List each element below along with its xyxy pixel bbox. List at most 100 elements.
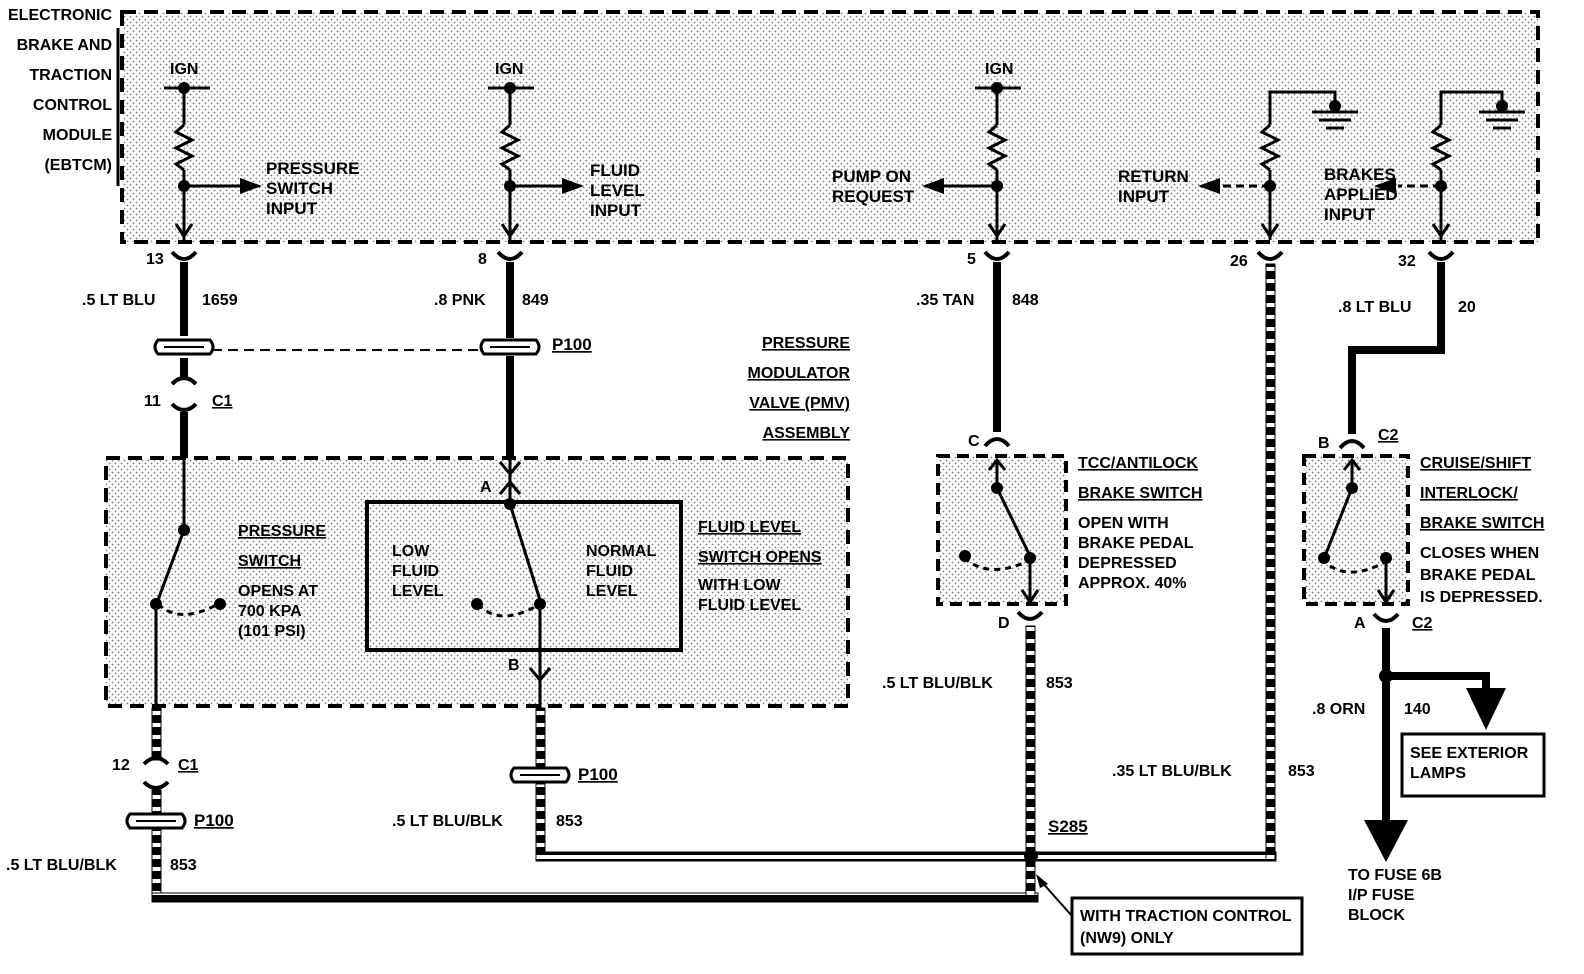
svg-text:LAMPS: LAMPS: [1410, 765, 1466, 782]
svg-text:FLUID: FLUID: [392, 563, 439, 580]
svg-text:PRESSURE: PRESSURE: [238, 523, 326, 540]
low-fluid-level-label: LOW FLUID LEVEL: [392, 543, 444, 600]
wire-853-return: [1265, 263, 1276, 862]
svg-text:WITH LOW: WITH LOW: [698, 577, 782, 594]
wire-1659-circuit: 1659: [202, 292, 238, 309]
cruise-pin-a: A: [1354, 615, 1366, 632]
fluid-level-switch-box: [365, 500, 683, 652]
ign-label: IGN: [985, 61, 1013, 78]
p100-label: P100: [194, 811, 234, 830]
svg-text:NORMAL: NORMAL: [586, 543, 656, 560]
wire-853-mid-spec: .5 LT BLU/BLK: [392, 813, 503, 830]
svg-text:LEVEL: LEVEL: [590, 181, 645, 200]
normal-fluid-level-label: NORMAL FLUID LEVEL: [586, 543, 656, 600]
wire-853-mid-circuit: 853: [556, 813, 583, 830]
wire-853-bottom-run: [151, 892, 1039, 903]
svg-text:APPLIED: APPLIED: [1324, 185, 1398, 204]
wire-1659-spec: .5 LT BLU: [82, 292, 155, 309]
see-exterior-arrow: [1466, 688, 1506, 730]
svg-text:VALVE (PMV): VALVE (PMV): [749, 395, 850, 412]
module-title: ELECTRONIC BRAKE AND TRACTION CONTROL MO…: [8, 7, 112, 174]
svg-text:BRAKE SWITCH: BRAKE SWITCH: [1078, 485, 1202, 502]
svg-text:BRAKE PEDAL: BRAKE PEDAL: [1420, 567, 1536, 584]
svg-text:WITH TRACTION CONTROL: WITH TRACTION CONTROL: [1080, 908, 1292, 925]
svg-text:TO FUSE 6B: TO FUSE 6B: [1348, 867, 1442, 884]
wire-853-tcc-circuit: 853: [1046, 675, 1073, 692]
pin-26: 26: [1230, 253, 1248, 270]
svg-text:LOW: LOW: [392, 543, 430, 560]
p100-label: P100: [552, 335, 592, 354]
svg-text:PRESSURE: PRESSURE: [762, 335, 850, 352]
module-title-line: BRAKE AND: [17, 37, 112, 54]
traction-control-note: WITH TRACTION CONTROL (NW9) ONLY: [1080, 908, 1292, 947]
pin-8: 8: [478, 251, 487, 268]
c1-top-connector: [170, 376, 198, 412]
module-title-line: ELECTRONIC: [8, 7, 112, 24]
wire-20: [1348, 262, 1445, 434]
pmv-assembly-box: [104, 456, 850, 708]
see-exterior-lamps-box: [1400, 732, 1546, 798]
svg-text:BRAKE PEDAL: BRAKE PEDAL: [1078, 535, 1194, 552]
ign-label: IGN: [170, 61, 198, 78]
tcc-antilock-brake-switch-label: TCC/ANTILOCK BRAKE SWITCH OPEN WITH BRAK…: [1078, 455, 1202, 592]
c2-label: C2: [1378, 427, 1399, 444]
s285-label: S285: [1048, 817, 1088, 836]
p100-connector-top-mid: [479, 338, 541, 356]
pump-on-request-label: PUMP ON REQUEST: [832, 167, 915, 206]
svg-text:FLUID: FLUID: [586, 563, 633, 580]
wire-20-spec: .8 LT BLU: [1338, 299, 1411, 316]
svg-text:CLOSES WHEN: CLOSES WHEN: [1420, 545, 1539, 562]
wire-853-left-circuit: 853: [170, 857, 197, 874]
svg-text:PUMP ON: PUMP ON: [832, 167, 911, 186]
wire-853-right-spec: .35 LT BLU/BLK: [1112, 763, 1232, 780]
svg-text:700 KPA: 700 KPA: [238, 603, 302, 620]
svg-text:BRAKES: BRAKES: [1324, 165, 1396, 184]
wire-848-spec: .35 TAN: [916, 292, 974, 309]
svg-text:RETURN: RETURN: [1118, 167, 1189, 186]
p100-connector-top-left: [153, 338, 215, 356]
pressure-switch: [154, 458, 219, 708]
see-exterior-lamps-label: SEE EXTERIOR LAMPS: [1410, 745, 1529, 782]
pmv-title: PRESSURE MODULATOR VALVE (PMV) ASSEMBLY: [747, 335, 850, 442]
traction-control-note-box: [1070, 896, 1304, 956]
svg-text:PRESSURE: PRESSURE: [266, 159, 360, 178]
to-fuse-arrow: [1364, 820, 1408, 862]
cruise-shift-interlock-brake-switch-label: CRUISE/SHIFT INTERLOCK/ BRAKE SWITCH CLO…: [1420, 455, 1544, 606]
to-fuse-label: TO FUSE 6B I/P FUSE BLOCK: [1348, 867, 1442, 924]
svg-text:INPUT: INPUT: [1118, 187, 1170, 206]
module-title-line: (EBTCM): [44, 157, 112, 174]
c1-label: C1: [212, 393, 233, 410]
c1-label: C1: [178, 757, 199, 774]
brakes-applied-input-label: BRAKES APPLIED INPUT: [1324, 165, 1398, 224]
wire-140-circuit: 140: [1404, 701, 1431, 718]
svg-text:FLUID: FLUID: [590, 161, 640, 180]
module-title-line: TRACTION: [29, 67, 112, 84]
wire-853-right-circuit: 853: [1288, 763, 1315, 780]
cruise-pin-b: B: [1318, 435, 1330, 452]
fluid-level-switch: [476, 460, 552, 708]
svg-text:OPENS AT: OPENS AT: [238, 583, 318, 600]
pmv-pin-b: B: [508, 657, 520, 674]
c2-label: C2: [1412, 615, 1433, 632]
pin-32: 32: [1398, 253, 1416, 270]
svg-text:I/P FUSE: I/P FUSE: [1348, 887, 1415, 904]
svg-text:SWITCH: SWITCH: [238, 553, 301, 570]
svg-text:(101 PSI): (101 PSI): [238, 623, 306, 640]
svg-text:LEVEL: LEVEL: [586, 583, 638, 600]
svg-text:BRAKE SWITCH: BRAKE SWITCH: [1420, 515, 1544, 532]
svg-text:SWITCH: SWITCH: [266, 179, 333, 198]
svg-text:(NW9) ONLY: (NW9) ONLY: [1080, 930, 1174, 947]
svg-text:ASSEMBLY: ASSEMBLY: [763, 425, 851, 442]
svg-text:DEPRESSED: DEPRESSED: [1078, 555, 1177, 572]
svg-text:MODULATOR: MODULATOR: [747, 365, 850, 382]
tcc-pin-c: C: [968, 433, 980, 450]
wire-849-spec: .8 PNK: [434, 292, 486, 309]
pressure-switch-label: PRESSURE SWITCH OPENS AT 700 KPA (101 PS…: [238, 523, 326, 640]
svg-text:INTERLOCK/: INTERLOCK/: [1420, 485, 1518, 502]
svg-text:SEE EXTERIOR: SEE EXTERIOR: [1410, 745, 1529, 762]
pressure-switch-input-label: PRESSURE SWITCH INPUT: [266, 159, 360, 218]
pin-11: 11: [144, 393, 161, 410]
wire-853-mid-run: [535, 851, 1277, 862]
wire-853-left-spec: .5 LT BLU/BLK: [6, 857, 117, 874]
